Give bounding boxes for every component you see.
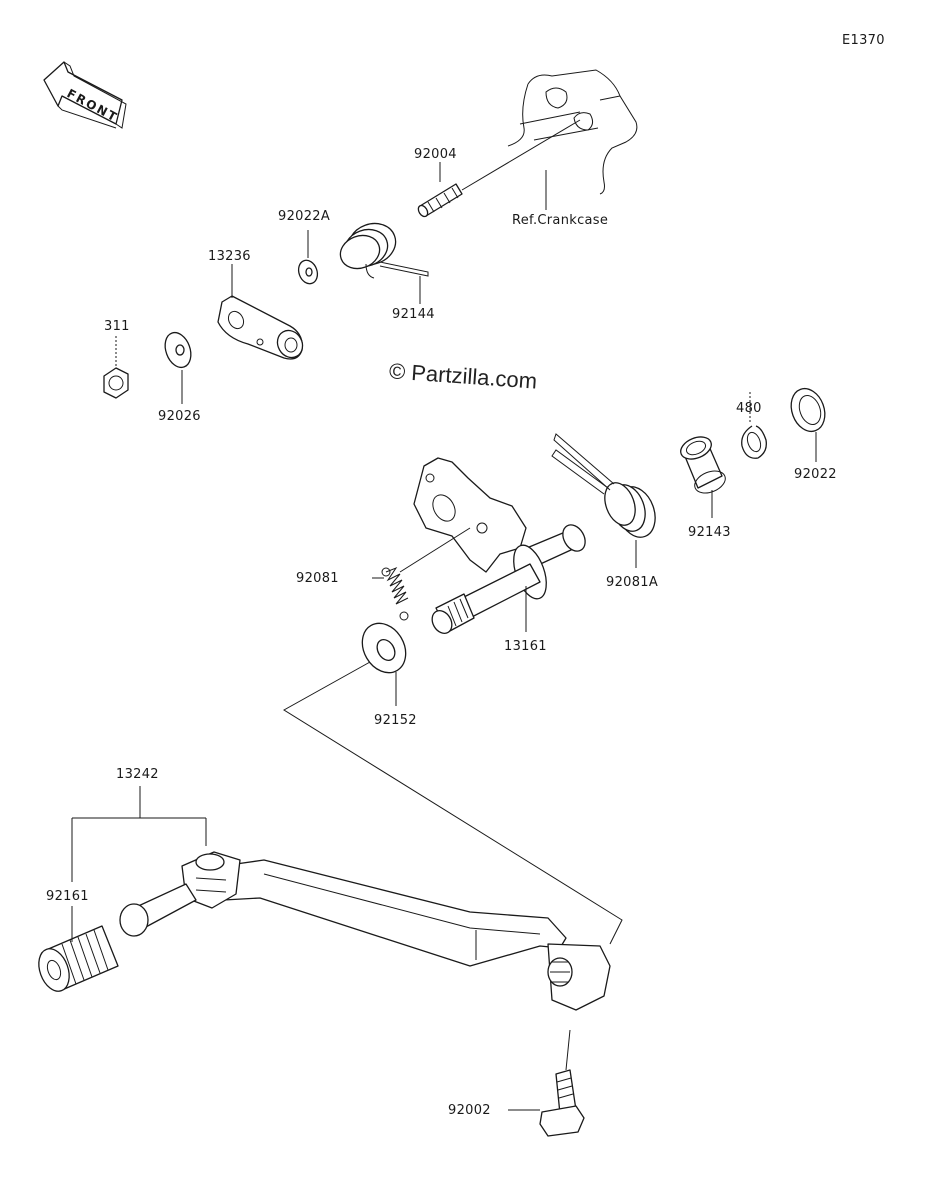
washer-92022a: 92022A — [278, 209, 330, 285]
shift-lever: 13236 — [208, 249, 304, 360]
spring-92081: 92081 — [296, 527, 471, 621]
return-spring: 92144 — [339, 222, 435, 322]
spring-92081a: 92081A — [551, 433, 658, 590]
front-arrow-icon: FRONT — [43, 61, 127, 129]
reference-label: Ref.Crankcase — [512, 213, 608, 228]
label-13236: 13236 — [208, 249, 251, 264]
collar-92143: 92143 — [680, 436, 731, 540]
label-311: 311 — [104, 319, 130, 334]
label-13161: 13161 — [504, 639, 547, 654]
label-92002: 92002 — [448, 1103, 491, 1118]
label-92144: 92144 — [392, 307, 435, 322]
bolt-92002: 92002 — [448, 1029, 585, 1137]
label-13242: 13242 — [116, 767, 159, 782]
label-92152: 92152 — [374, 713, 417, 728]
label-92022a: 92022A — [278, 209, 330, 224]
washer-92026: 92026 — [158, 331, 201, 424]
label-92081a: 92081A — [606, 575, 658, 590]
washer-92152: 92152 — [361, 622, 417, 728]
alignment-line — [283, 661, 623, 945]
shift-pedal: 13242 — [71, 767, 611, 1011]
label-92161: 92161 — [46, 889, 89, 904]
pedal-rubber: 92161 — [38, 889, 119, 992]
nut-311: 311 — [103, 319, 130, 399]
label-92143: 92143 — [688, 525, 731, 540]
dowel-pin: 92004 — [414, 119, 581, 218]
label-92004: 92004 — [414, 147, 457, 162]
crankcase-reference: Ref.Crankcase — [507, 69, 638, 228]
circlip-480: 480 — [736, 392, 767, 459]
label-92022: 92022 — [794, 467, 837, 482]
label-92081: 92081 — [296, 571, 339, 586]
watermark: © Partzilla.com — [388, 358, 538, 393]
diagram-code: E1370 — [842, 33, 885, 48]
shift-shaft: 13161 — [413, 457, 586, 654]
label-92026: 92026 — [158, 409, 201, 424]
label-480: 480 — [736, 401, 762, 416]
washer-92022: 92022 — [790, 387, 837, 482]
